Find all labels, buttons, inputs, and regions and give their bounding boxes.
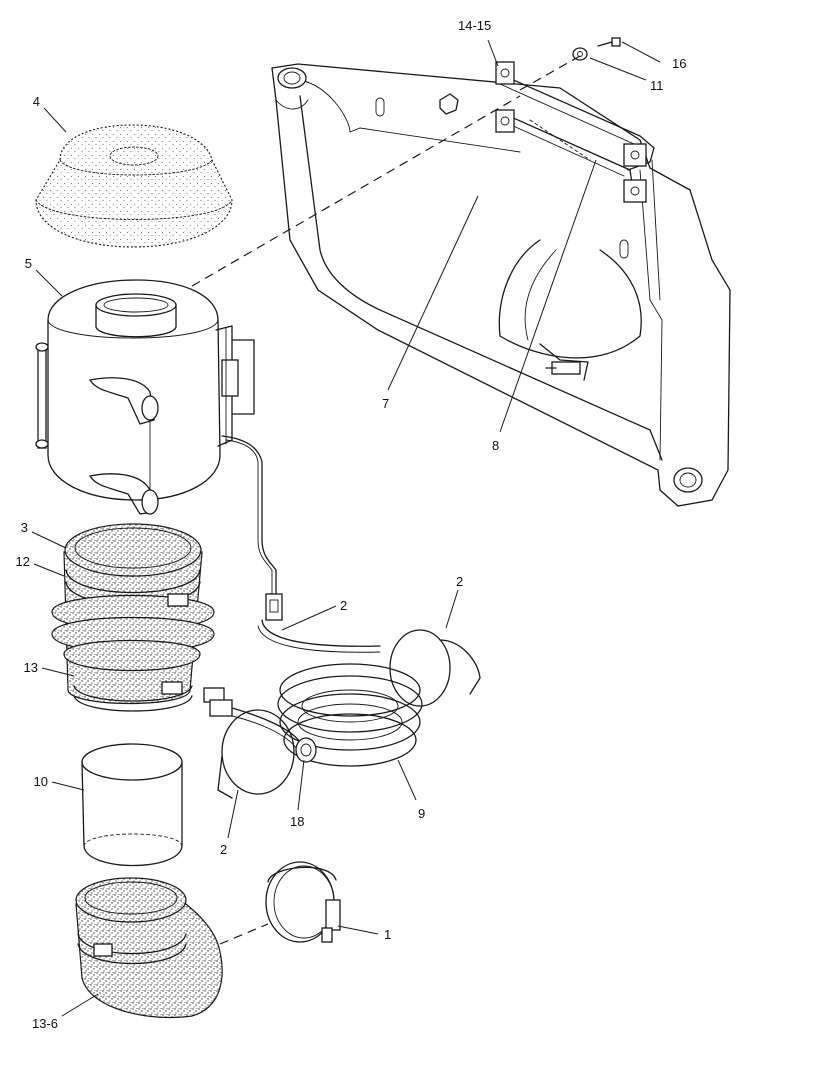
wiring-harness [221, 435, 381, 653]
callout-2-lower: 2 [220, 842, 227, 857]
bolt-dashline [519, 55, 581, 91]
coiled-hose-part [277, 663, 423, 767]
callout-3: 3 [21, 520, 28, 535]
leader-lines [31, 39, 661, 1017]
callout-11: 11 [650, 78, 664, 93]
callout-13-6: 13-6 [32, 1016, 58, 1031]
callout-14-15: 14-15 [458, 18, 491, 33]
callout-1: 1 [384, 927, 391, 942]
clip-upper-right [389, 629, 481, 707]
harness-connector [203, 687, 301, 749]
hose-clamp-part [265, 861, 341, 943]
rain-cap-part [35, 124, 233, 248]
sleeve-part [81, 743, 183, 867]
callout-13: 13 [24, 660, 38, 675]
mounting-bracket-part [271, 63, 731, 507]
precleaner-body-part [35, 279, 255, 515]
clip-lower-left [217, 709, 295, 799]
elbow-part [75, 877, 223, 1019]
callout-16: 16 [672, 56, 686, 71]
body-bracket-dashline [191, 95, 521, 287]
filter-element-part [51, 523, 215, 712]
callout-4: 4 [33, 94, 40, 109]
bolt-part [597, 37, 621, 47]
callout-7: 7 [382, 396, 389, 411]
grommet-part [295, 737, 317, 763]
callout-5: 5 [25, 256, 32, 271]
callout-10: 10 [34, 774, 48, 789]
elbow-clamp-dashline [219, 923, 269, 945]
callout-18: 18 [290, 814, 304, 829]
callout-12: 12 [16, 554, 30, 569]
strap-link-part [495, 61, 655, 203]
callout-2-right: 2 [456, 574, 463, 589]
callout-9: 9 [418, 806, 425, 821]
washer-part [572, 47, 588, 61]
callout-2-upper: 2 [340, 598, 347, 613]
callout-8: 8 [492, 438, 499, 453]
